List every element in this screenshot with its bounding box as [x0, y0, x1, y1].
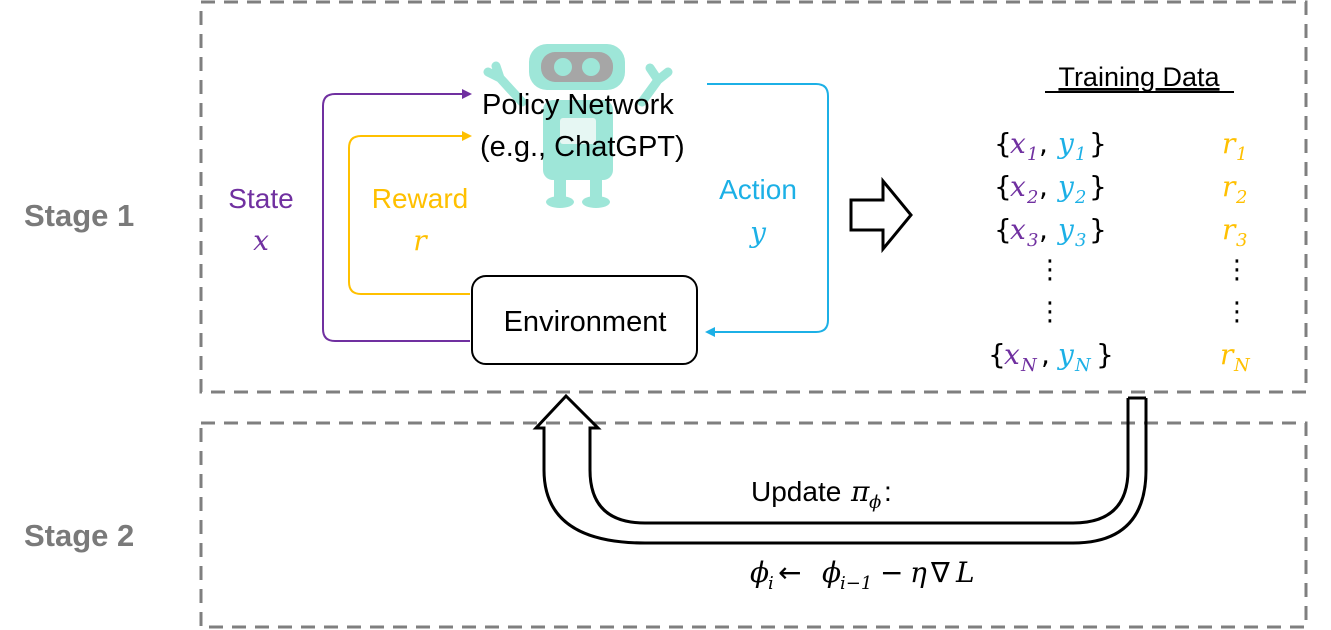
reward-label: Reward	[372, 183, 468, 214]
row3-y: y	[1056, 213, 1075, 246]
eq-arrow: ←	[778, 556, 801, 589]
update-pi-sub: ϕ	[869, 492, 881, 513]
svg-text:{: {	[988, 338, 1006, 371]
ellipsis-dots: ⋮	[1224, 255, 1250, 285]
svg-text:}: }	[1089, 170, 1107, 203]
row1-r-sub: 1	[1236, 144, 1247, 165]
environment-box	[471, 275, 698, 365]
rowN-y-sub: N	[1074, 355, 1092, 376]
rowN-r: r	[1220, 338, 1235, 371]
svg-text:−: −	[880, 556, 903, 589]
row2-x-sub: 2	[1026, 187, 1038, 208]
eq-sub-prev: i−1	[840, 573, 872, 594]
svg-text:}: }	[1096, 338, 1114, 371]
state-label: State	[228, 183, 293, 214]
row3-y-sub: 3	[1075, 230, 1086, 251]
row1-x-sub: 1	[1027, 144, 1038, 165]
svg-text:η: η	[910, 556, 927, 589]
training-row: { x 3 , y 3 } r 3	[994, 213, 1247, 251]
stage2-label: Stage 2	[24, 518, 134, 553]
rowN-x-sub: N	[1020, 355, 1038, 376]
stage1-label: Stage 1	[24, 198, 134, 233]
stage2-box	[199, 421, 1308, 629]
row1-x: x	[1010, 127, 1026, 160]
row3-x-sub: 3	[1027, 230, 1038, 251]
ellipsis-dots: ⋮	[1037, 297, 1063, 327]
svg-text:{: {	[994, 213, 1012, 246]
update-text: Update	[751, 476, 841, 507]
svg-text:,: ,	[1039, 127, 1048, 160]
svg-text:}: }	[1089, 127, 1107, 160]
training-row: { x 1 , y 1 } r 1	[994, 127, 1247, 165]
rowN-y: y	[1056, 338, 1075, 371]
eq-phi-i: ϕ	[750, 556, 769, 589]
environment-label: Environment	[504, 306, 667, 338]
training-data-title: Training Data	[1058, 62, 1220, 92]
row1-r: r	[1222, 127, 1237, 160]
reward-arrow	[348, 131, 472, 295]
row2-r-sub: 2	[1235, 187, 1247, 208]
policy-network-example: (e.g., ChatGPT)	[480, 131, 685, 163]
svg-text:L: L	[955, 556, 975, 589]
policy-network-label: Policy Network	[482, 89, 674, 121]
row3-r: r	[1222, 213, 1237, 246]
row1-y-sub: 1	[1075, 144, 1086, 165]
rowN-x: x	[1004, 338, 1020, 371]
action-arrow	[705, 83, 829, 337]
action-label: Action	[719, 174, 797, 205]
row2-x: x	[1010, 170, 1026, 203]
hollow-right-arrow	[849, 176, 913, 254]
update-label: Update π ϕ :	[751, 475, 892, 513]
row2-r: r	[1222, 170, 1237, 203]
training-data-table: { x 1 , y 1 } r 1 { x 2 , y 2 } r 2 { x …	[988, 127, 1251, 376]
training-row: { x 2 , y 2 } r 2	[994, 170, 1247, 208]
row3-r-sub: 3	[1236, 230, 1247, 251]
update-pi: π	[850, 475, 870, 508]
row1-y: y	[1056, 127, 1075, 160]
hollow-u-turn-arrow	[536, 396, 1161, 558]
eq-phi-prev: ϕ	[822, 556, 841, 589]
robot-icon	[483, 44, 673, 208]
svg-text:,: ,	[1039, 170, 1048, 203]
ellipsis-dots: ⋮	[1037, 255, 1063, 285]
stage1-box	[199, 0, 1308, 394]
state-arrow	[322, 89, 472, 342]
svg-text:,: ,	[1041, 338, 1050, 371]
row3-x: x	[1010, 213, 1026, 246]
action-symbol: y	[748, 216, 767, 249]
state-symbol: x	[253, 224, 269, 257]
eq-nabla: ∇	[930, 556, 950, 589]
ellipsis-dots: ⋮	[1224, 297, 1250, 327]
rowN-r-sub: N	[1233, 355, 1251, 376]
svg-text:}: }	[1089, 213, 1107, 246]
update-equation: ϕ i ← ϕ i−1 − η ∇ L	[750, 556, 975, 594]
u-turn-arrow-shape	[532, 393, 1148, 545]
svg-text:,: ,	[1039, 213, 1048, 246]
row2-y: y	[1056, 170, 1075, 203]
row2-y-sub: 2	[1074, 187, 1086, 208]
reward-symbol: r	[413, 224, 428, 257]
svg-text:{: {	[994, 170, 1012, 203]
svg-text:{: {	[994, 127, 1012, 160]
training-row: { x N , y N } r N	[988, 338, 1251, 376]
update-colon: :	[884, 476, 892, 507]
eq-sub-i: i	[768, 573, 774, 594]
